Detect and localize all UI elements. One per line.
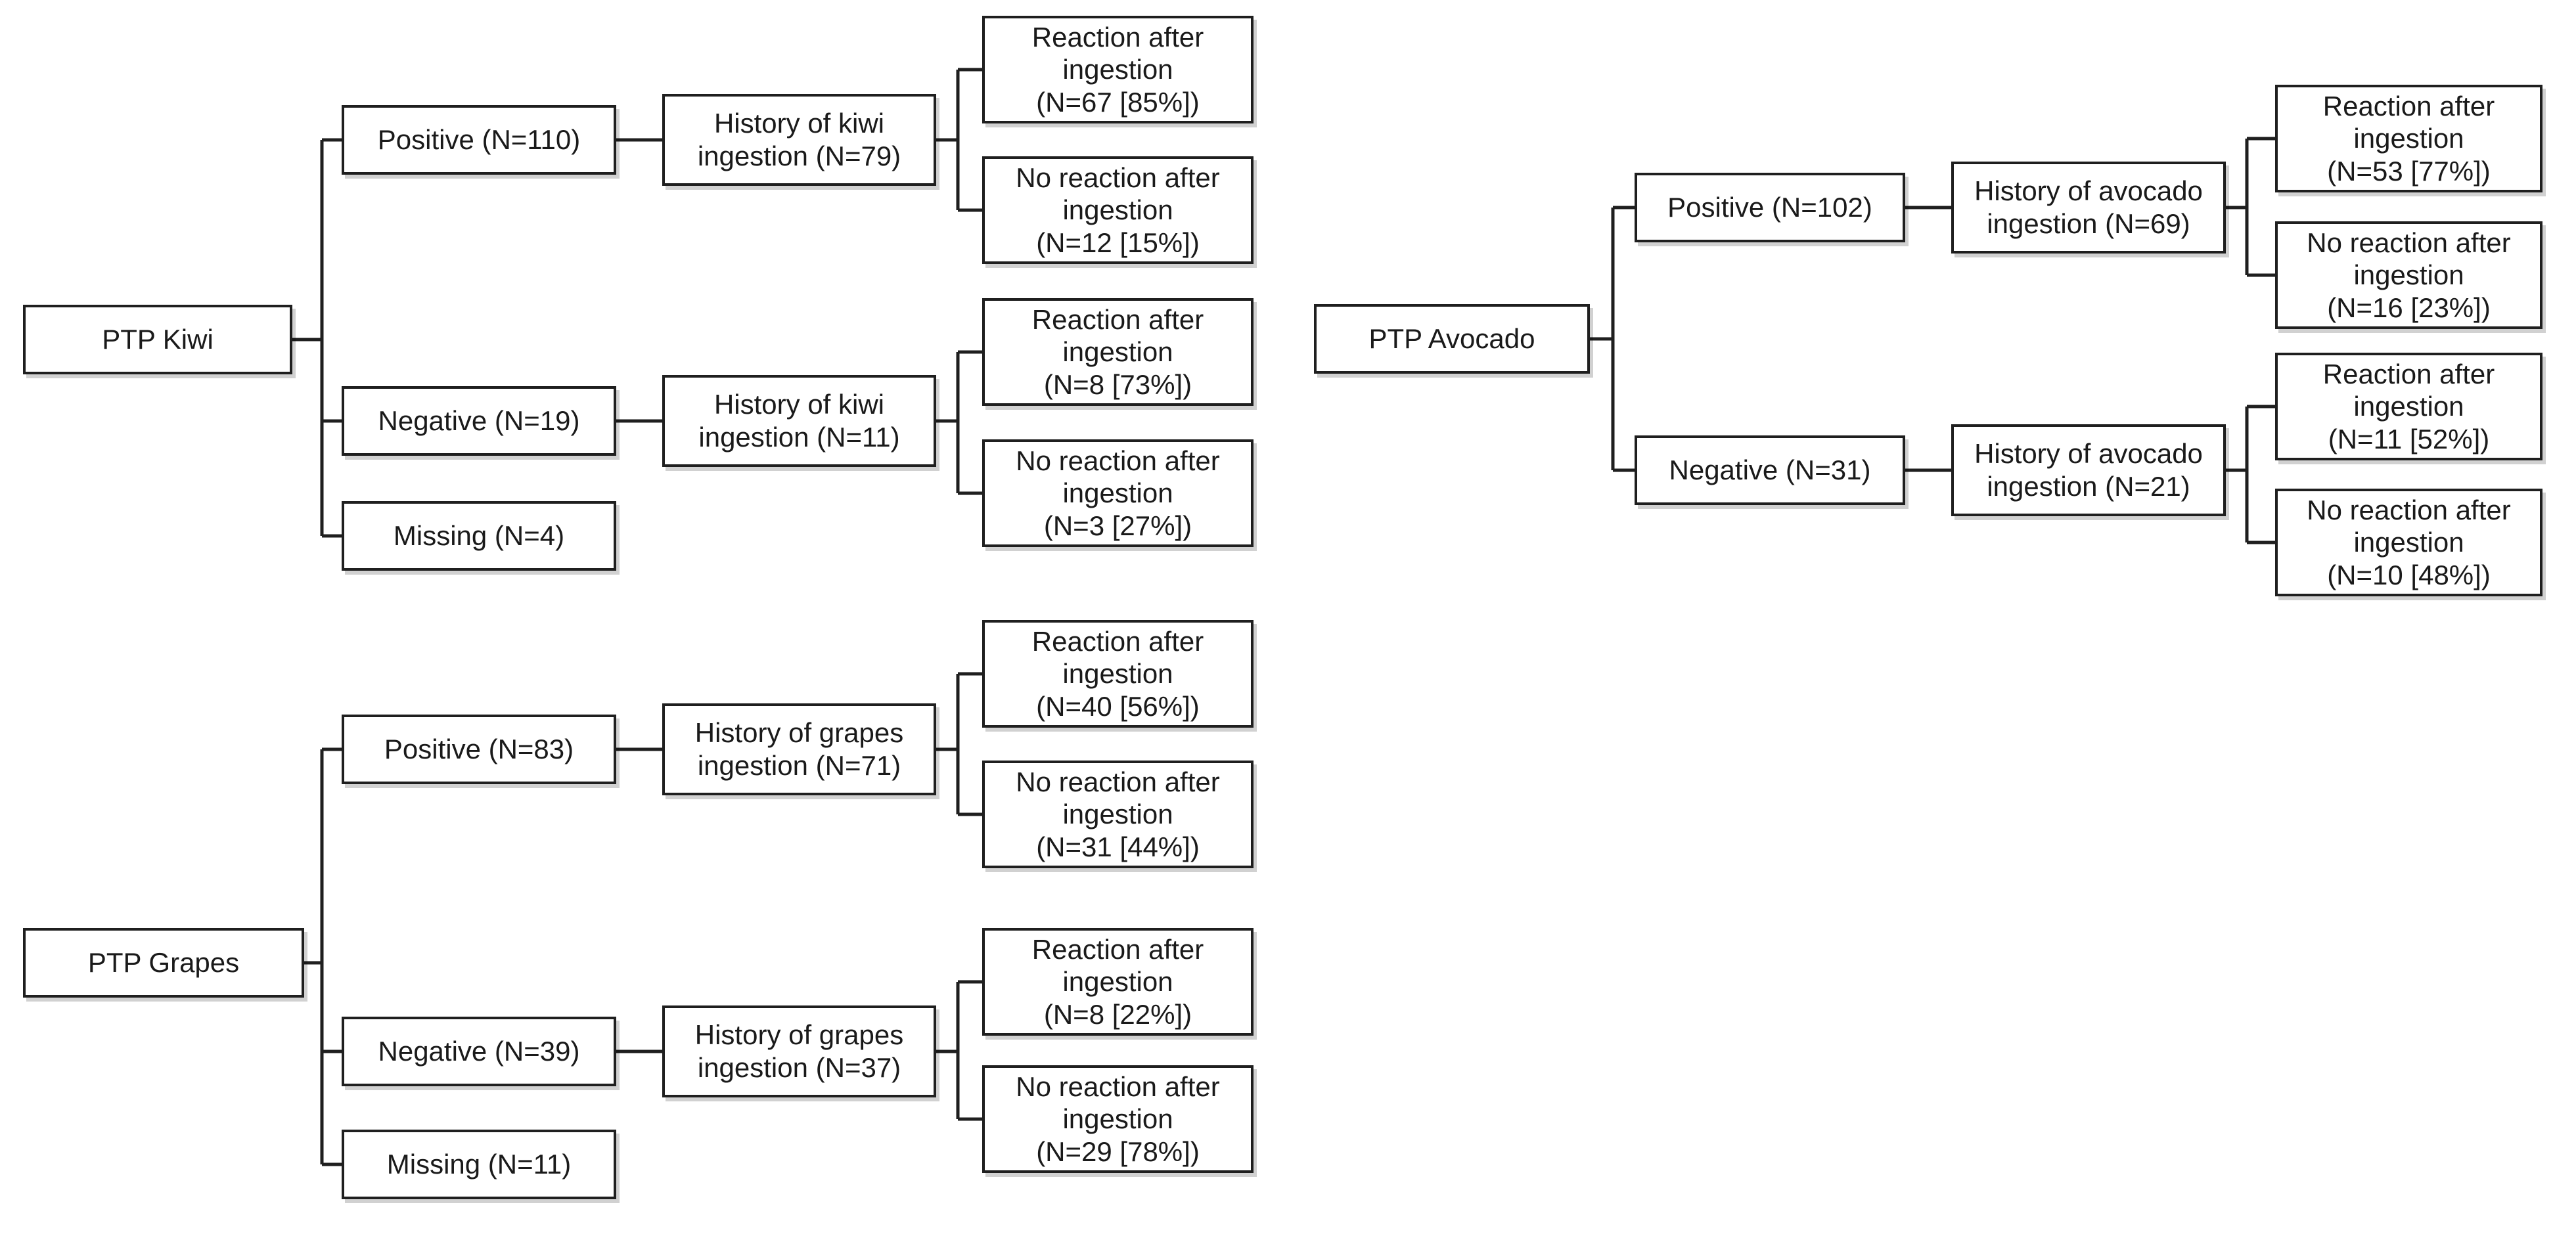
node-ptp-kiwi: PTP Kiwi: [23, 305, 292, 374]
node-grapes-negative-no-reaction: No reaction after ingestion (N=29 [78%]): [982, 1065, 1254, 1173]
node-grapes-positive-reaction: Reaction after ingestion (N=40 [56%]): [982, 620, 1254, 728]
node-avocado-positive-history: History of avocado ingestion (N=69): [1951, 162, 2226, 254]
node-kiwi-negative-no-reaction: No reaction after ingestion (N=3 [27%]): [982, 439, 1254, 547]
node-grapes-negative-reaction: Reaction after ingestion (N=8 [22%]): [982, 928, 1254, 1036]
node-kiwi-negative-history: History of kiwi ingestion (N=11): [662, 375, 936, 467]
node-kiwi-missing: Missing (N=4): [342, 501, 616, 571]
node-grapes-positive-no-reaction: No reaction after ingestion (N=31 [44%]): [982, 761, 1254, 868]
node-kiwi-positive-reaction: Reaction after ingestion (N=67 [85%]): [982, 16, 1254, 123]
node-kiwi-positive-no-reaction: No reaction after ingestion (N=12 [15%]): [982, 156, 1254, 264]
node-kiwi-negative: Negative (N=19): [342, 386, 616, 456]
node-grapes-positive-history: History of grapes ingestion (N=71): [662, 703, 936, 795]
node-kiwi-positive-history: History of kiwi ingestion (N=79): [662, 94, 936, 186]
node-ptp-grapes: PTP Grapes: [23, 928, 304, 998]
node-avocado-negative: Negative (N=31): [1635, 435, 1905, 505]
node-grapes-missing: Missing (N=11): [342, 1130, 616, 1199]
node-grapes-negative-history: History of grapes ingestion (N=37): [662, 1005, 936, 1097]
node-avocado-positive-reaction: Reaction after ingestion (N=53 [77%]): [2275, 85, 2542, 192]
node-kiwi-positive: Positive (N=110): [342, 105, 616, 175]
node-avocado-negative-reaction: Reaction after ingestion (N=11 [52%]): [2275, 353, 2542, 460]
node-grapes-positive: Positive (N=83): [342, 715, 616, 784]
node-grapes-negative: Negative (N=39): [342, 1017, 616, 1086]
node-avocado-positive: Positive (N=102): [1635, 173, 1905, 242]
node-ptp-avocado: PTP Avocado: [1314, 304, 1590, 374]
node-avocado-positive-no-reaction: No reaction after ingestion (N=16 [23%]): [2275, 221, 2542, 329]
node-kiwi-negative-reaction: Reaction after ingestion (N=8 [73%]): [982, 298, 1254, 406]
node-avocado-negative-no-reaction: No reaction after ingestion (N=10 [48%]): [2275, 489, 2542, 596]
node-avocado-negative-history: History of avocado ingestion (N=21): [1951, 424, 2226, 516]
